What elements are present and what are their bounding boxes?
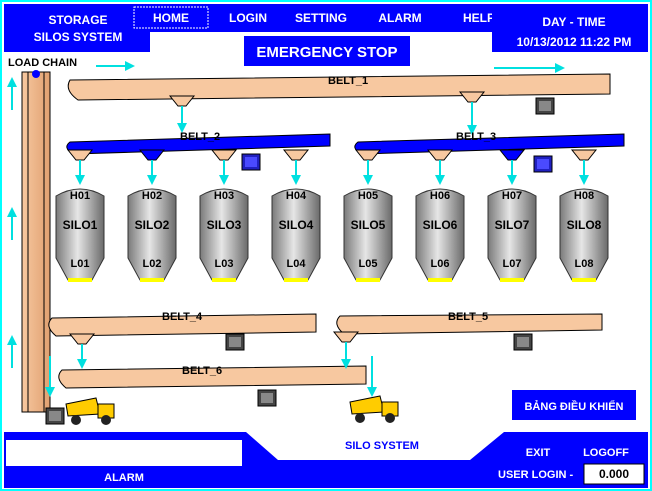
exit-button[interactable]: EXIT	[526, 447, 551, 459]
silo-low-sensor-label: L01	[71, 258, 90, 270]
silo-name-label: SILO8	[567, 218, 602, 232]
flow-arrows	[96, 61, 565, 73]
silo-low-sensor-label: L05	[359, 258, 378, 270]
silo-low-sensor-label: L02	[143, 258, 162, 270]
emergency-stop-label[interactable]: EMERGENCY STOP	[256, 44, 397, 61]
dump-truck-icon	[349, 395, 399, 423]
user-login-value: 0.000	[599, 467, 629, 481]
user-login-label: USER LOGIN -	[498, 469, 574, 481]
emergency-stop-button[interactable]	[244, 36, 410, 66]
motor-icon	[513, 333, 533, 351]
load-chain-label: LOAD CHAIN	[8, 57, 77, 69]
load-chain-elevator	[21, 70, 51, 413]
silo-high-sensor-label: H03	[214, 190, 234, 202]
nav-alarm[interactable]: ALARM	[378, 11, 421, 25]
app-title-line2: SILOS SYSTEM	[34, 30, 123, 44]
silo-name-label: SILO7	[495, 218, 530, 232]
belt-6-label: BELT_6	[182, 365, 222, 377]
nav-setting[interactable]: SETTING	[295, 11, 347, 25]
silo-high-sensor-label: H08	[574, 190, 594, 202]
nav-login[interactable]: LOGIN	[229, 11, 267, 25]
day-time-label: DAY - TIME	[542, 15, 605, 29]
belt-6: BELT_6	[58, 365, 367, 389]
belt-2-label: BELT_2	[180, 131, 220, 143]
alarm-label: ALARM	[104, 472, 144, 484]
motor-icon	[533, 155, 553, 173]
silo-low-sensor-label: L07	[503, 258, 522, 270]
nav-help[interactable]: HELP	[463, 11, 495, 25]
control-panel-label[interactable]: BẢNG ĐIỀU KHIỂN	[524, 400, 623, 413]
silo-name-label: SILO4	[279, 218, 314, 232]
silo-low-sensor-label: L06	[431, 258, 450, 270]
motor-icon	[257, 389, 277, 407]
belt-5-label: BELT_5	[448, 311, 488, 323]
motor-icon	[45, 407, 65, 425]
silo-name-label: SILO5	[351, 218, 386, 232]
silo-name-label: SILO2	[135, 218, 170, 232]
silo-high-sensor-label: H04	[286, 190, 307, 202]
silo-low-sensor-label: L03	[215, 258, 234, 270]
belt-3-label: BELT_3	[456, 131, 496, 143]
silo-high-sensor-label: H01	[70, 190, 90, 202]
belt-3: BELT_3	[354, 131, 625, 155]
dump-truck-icon	[65, 397, 115, 425]
alarm-message-box	[6, 440, 242, 466]
motor-icon	[225, 333, 245, 351]
silo-high-sensor-label: H05	[358, 190, 378, 202]
belt-1-label: BELT_1	[328, 75, 368, 87]
silo-system-label: SILO SYSTEM	[345, 440, 419, 452]
belt-4: BELT_4	[48, 311, 317, 337]
silo-name-label: SILO1	[63, 218, 98, 232]
logoff-button[interactable]: LOGOFF	[583, 447, 629, 459]
silo-name-label: SILO6	[423, 218, 458, 232]
motor-icon	[535, 97, 555, 115]
silo-name-label: SILO3	[207, 218, 242, 232]
user-login-field[interactable]	[583, 463, 645, 485]
app-title-line1: STORAGE	[48, 13, 107, 27]
belt-4-label: BELT_4	[162, 311, 203, 323]
silo-high-sensor-label: H06	[430, 190, 450, 202]
belt-5: BELT_5	[336, 311, 603, 335]
silo-high-sensor-label: H07	[502, 190, 522, 202]
datetime-display: 10/13/2012 11:22 PM	[517, 35, 632, 49]
nav-home[interactable]: HOME	[153, 11, 189, 25]
silo-high-sensor-label: H02	[142, 190, 162, 202]
nav-menu: HOME LOGIN SETTING ALARM HELP	[133, 6, 495, 29]
control-panel-button[interactable]	[512, 390, 636, 420]
motor-icon	[241, 153, 261, 171]
silo-low-sensor-label: L08	[575, 258, 594, 270]
silo-low-sensor-label: L04	[287, 258, 307, 270]
